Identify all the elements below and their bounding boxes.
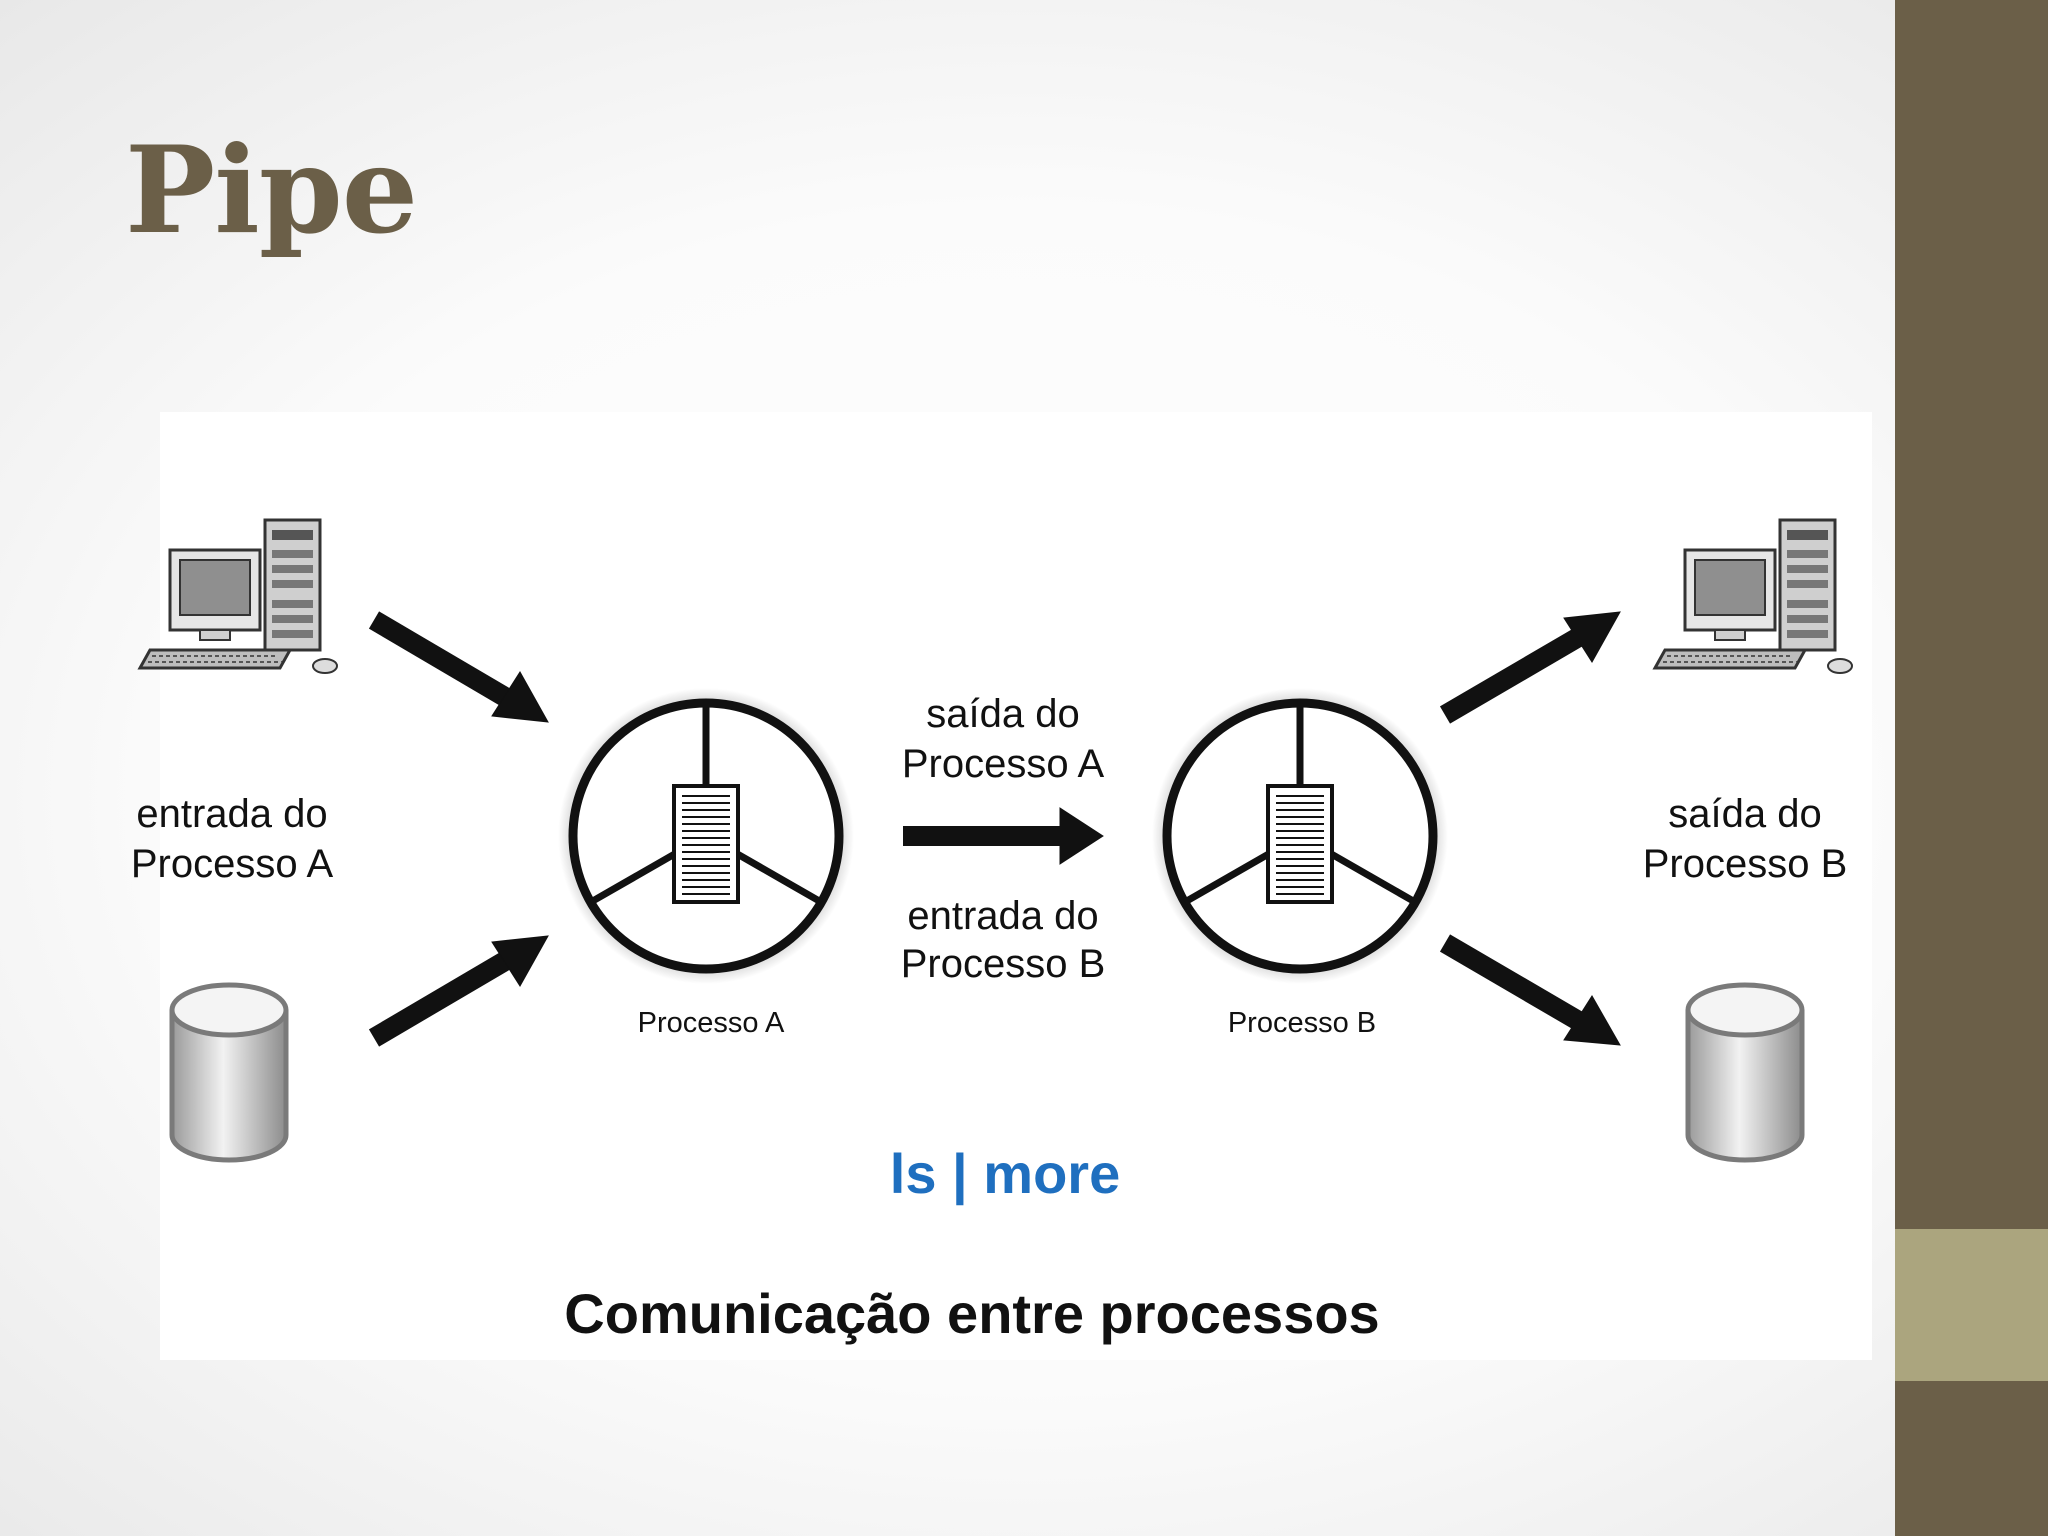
output-label-line1: saída do xyxy=(1668,792,1821,836)
computer-icon-input xyxy=(138,518,339,675)
sidebar-accent-light xyxy=(1895,1229,2048,1381)
arrow-icon-db-to-a xyxy=(368,949,516,1047)
process-icon-a xyxy=(558,688,854,984)
figure-panel xyxy=(160,412,1872,1360)
database-icon-input xyxy=(172,985,286,1160)
process-b-caption: Processo B xyxy=(1228,1007,1376,1039)
arrow-icon-b-to-db xyxy=(1439,934,1588,1032)
arrow-head-icon xyxy=(1059,807,1104,865)
slide-title: Pipe xyxy=(125,120,418,261)
arrow-icon-b-to-computer xyxy=(1439,626,1588,724)
arrow-head-icon xyxy=(491,671,549,723)
computer-icon-output xyxy=(1653,518,1854,675)
figure-caption: Comunicação entre processos xyxy=(564,1282,1379,1345)
middle-in-label-line1: entrada do xyxy=(907,894,1098,938)
middle-in-label-line2: Processo B xyxy=(901,942,1106,986)
arrow-head-icon xyxy=(1563,995,1621,1046)
output-label-line2: Processo B xyxy=(1643,842,1848,886)
arrow-head-icon xyxy=(1563,611,1621,663)
middle-out-label-line1: saída do xyxy=(926,692,1079,736)
input-label-line2: Processo A xyxy=(131,842,334,886)
arrow-icon-computer-to-a xyxy=(368,611,516,709)
process-icon-b xyxy=(1152,688,1448,984)
middle-out-label-line2: Processo A xyxy=(902,742,1105,786)
input-label-line1: entrada do xyxy=(136,792,327,836)
arrow-head-icon xyxy=(491,935,549,987)
command-text: ls | more xyxy=(890,1142,1120,1206)
database-icon-output xyxy=(1688,985,1802,1160)
process-a-caption: Processo A xyxy=(638,1007,785,1039)
